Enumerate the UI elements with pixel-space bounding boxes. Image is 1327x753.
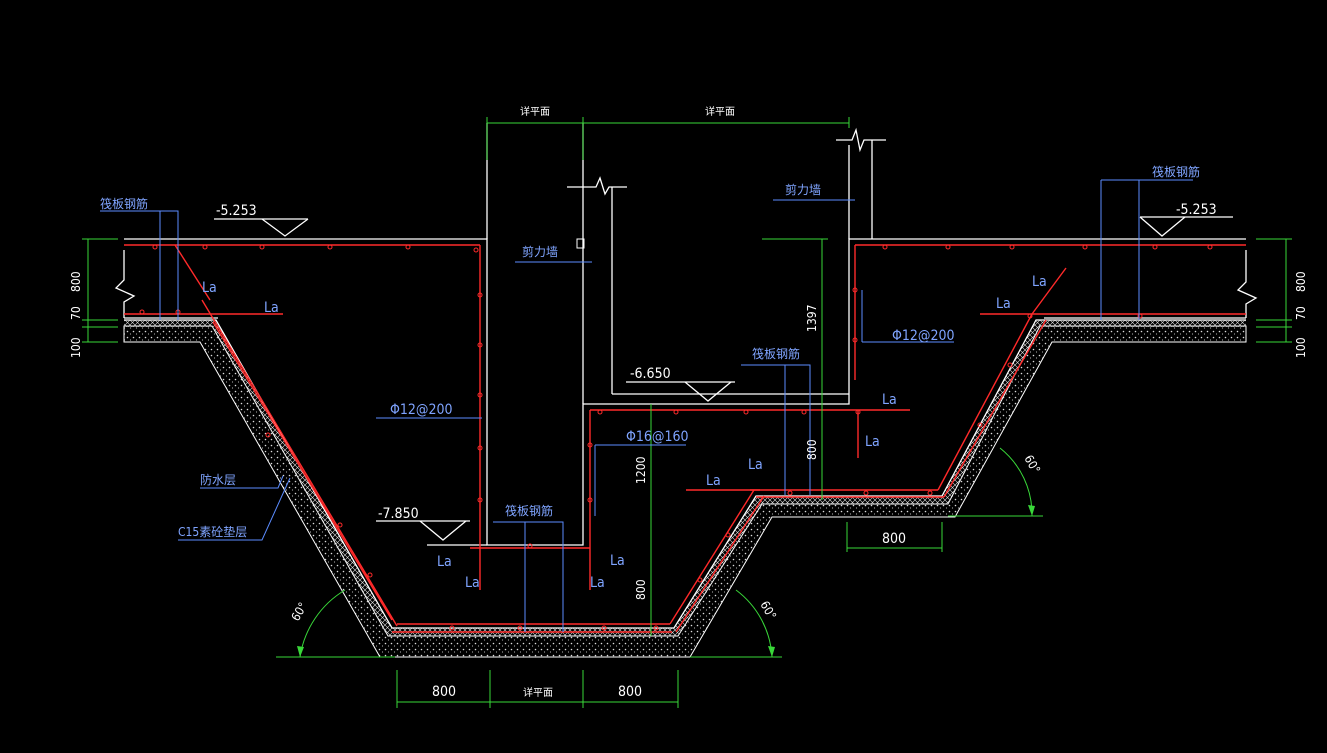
la-label-9: La bbox=[882, 392, 897, 408]
dim-right-shelf: 800 bbox=[882, 531, 906, 547]
la-label-3: La bbox=[437, 554, 452, 570]
label-xiang-pingmian-2: 详平面 bbox=[705, 105, 735, 118]
structure-outline bbox=[114, 123, 1258, 546]
elevation-left-top: -5.253 bbox=[216, 203, 257, 219]
label-xiang-pingmian-1: 详平面 bbox=[520, 105, 550, 118]
la-label-12: La bbox=[996, 296, 1011, 312]
la-label-8: La bbox=[706, 473, 721, 489]
la-label-10: La bbox=[865, 434, 880, 450]
la-label-2: La bbox=[264, 300, 279, 316]
dim-800-step: 800 bbox=[805, 439, 819, 460]
label-c15-bedding: C15素砼垫层 bbox=[178, 524, 247, 539]
dim-70-left: 70 bbox=[69, 306, 83, 320]
la-label-6: La bbox=[590, 575, 605, 591]
label-raft-rebar-pit: 筏板钢筋 bbox=[505, 503, 553, 518]
label-raft-rebar-left: 筏板钢筋 bbox=[100, 196, 148, 211]
elevation-right-top: -5.253 bbox=[1176, 202, 1217, 218]
angle-pit-right: 60° bbox=[757, 599, 779, 623]
dim-slab-left: 800 bbox=[69, 271, 83, 292]
dim-bottom-left: 800 bbox=[432, 684, 456, 700]
label-raft-rebar-mid: 筏板钢筋 bbox=[752, 346, 800, 361]
la-label-11: La bbox=[1032, 274, 1047, 290]
dim-100-right: 100 bbox=[1294, 337, 1308, 358]
rebar-step: Φ16@160 bbox=[626, 429, 689, 445]
dim-70-right: 70 bbox=[1294, 306, 1308, 320]
dim-bottom-mid: 详平面 bbox=[523, 686, 553, 699]
la-label-7: La bbox=[748, 457, 763, 473]
dim-bottom-right: 800 bbox=[618, 684, 642, 700]
la-label-4: La bbox=[465, 575, 480, 591]
label-shear-wall-1: 剪力墙 bbox=[522, 244, 558, 259]
dim-slab-right: 800 bbox=[1294, 271, 1308, 292]
label-raft-rebar-right: 筏板钢筋 bbox=[1152, 164, 1200, 179]
label-shear-wall-2: 剪力墙 bbox=[785, 182, 821, 197]
elevation-mid: -6.650 bbox=[630, 366, 671, 382]
label-waterproof: 防水层 bbox=[200, 472, 236, 487]
dim-1200: 1200 bbox=[634, 456, 648, 484]
dimension-lines bbox=[82, 117, 1292, 708]
angle-right: 60° bbox=[1021, 453, 1043, 477]
elevation-markers bbox=[214, 216, 1233, 541]
dim-1397: 1397 bbox=[805, 305, 819, 332]
dim-100-left: 100 bbox=[69, 337, 83, 358]
rebar-lines bbox=[124, 244, 1246, 633]
dim-800-pit: 800 bbox=[634, 579, 648, 600]
elevation-pit-bottom: -7.850 bbox=[378, 506, 419, 522]
rebar-right-wall: Φ12@200 bbox=[892, 328, 955, 344]
angle-left: 60° bbox=[288, 600, 310, 624]
rebar-left-wall: Φ12@200 bbox=[390, 402, 453, 418]
la-label-5: La bbox=[610, 553, 625, 569]
leader-lines bbox=[100, 179, 1193, 632]
la-label-1: La bbox=[202, 280, 217, 296]
